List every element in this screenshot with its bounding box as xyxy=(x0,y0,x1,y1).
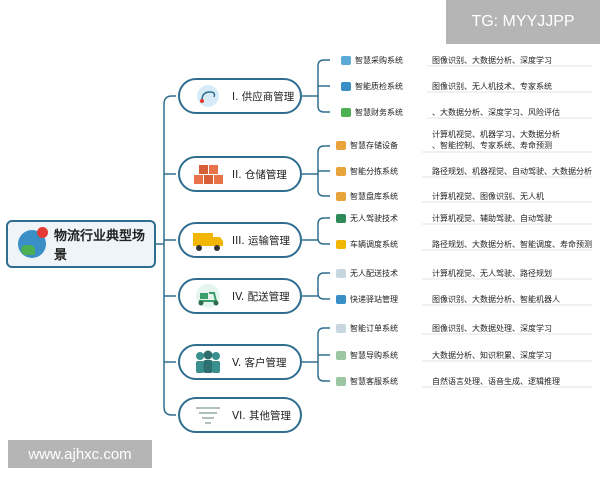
globe-pin-icon xyxy=(18,227,48,258)
item-label: 快递驿站管理 xyxy=(350,295,398,304)
guide-icon xyxy=(336,351,346,360)
connector-line xyxy=(317,292,330,300)
item-smart-storage: 智慧存储设备 xyxy=(336,140,398,151)
item-desc: 大数据分析、知识积累、深度学习 xyxy=(432,351,552,360)
category-transport: III. 运输管理 xyxy=(178,222,302,258)
people-icon xyxy=(190,349,226,375)
drone-icon xyxy=(336,269,346,278)
item-desc: 计算机视觉、无人驾驶、路径规划 xyxy=(432,269,552,278)
watermark-bottom: www.ajhxc.com xyxy=(8,440,152,468)
category-label: V. 客户管理 xyxy=(232,356,287,369)
item-desc: 计算机视觉、图像识别、无人机 xyxy=(432,192,544,201)
item-smart-guide: 智慧导购系统 xyxy=(336,350,398,361)
item-smart-order: 智能订单系统 xyxy=(336,323,398,334)
category-label: I. 供应商管理 xyxy=(232,90,295,103)
connector-line xyxy=(317,145,330,153)
item-unmanned-delivery: 无人配送技术 xyxy=(336,268,398,279)
connector-line xyxy=(317,217,330,225)
category-label: III. 运输管理 xyxy=(232,234,290,247)
handshake-icon xyxy=(341,56,351,65)
item-label: 智慧采购系统 xyxy=(355,56,403,65)
connector-line xyxy=(163,406,176,416)
order-icon xyxy=(336,324,346,333)
item-express-station: 快递驿站管理 xyxy=(336,294,398,305)
watermark-top: TG: MYYJJPP xyxy=(446,0,600,44)
category-customer: V. 客户管理 xyxy=(178,344,302,380)
connector-line xyxy=(163,95,176,105)
finance-icon xyxy=(341,108,351,117)
arrow-icon xyxy=(336,214,346,223)
item-smart-service: 智慧客服系统 xyxy=(336,376,398,387)
lines-icon xyxy=(190,402,226,428)
item-desc: 路径规划、机器视觉、自动驾驶、大数据分析 xyxy=(432,167,592,176)
sorting-icon xyxy=(336,167,346,176)
category-delivery: IV. 配送管理 xyxy=(178,278,302,314)
item-label: 智慧存储设备 xyxy=(350,141,398,150)
connector-line xyxy=(317,105,330,113)
connector-line xyxy=(317,272,330,280)
item-smart-inspection: 智能质检系统 xyxy=(341,81,403,92)
item-vehicle-dispatch: 车辆调度系统 xyxy=(336,239,398,250)
item-label: 智慧客服系统 xyxy=(350,377,398,386)
boxes-icon xyxy=(190,161,226,187)
item-desc: 图像识别、无人机技术、专家系统 xyxy=(432,82,552,91)
scooter-icon xyxy=(190,283,226,309)
item-label: 车辆调度系统 xyxy=(350,240,398,249)
category-label: II. 仓储管理 xyxy=(232,168,287,181)
item-smart-sorting: 智能分拣系统 xyxy=(336,166,398,177)
category-label: VI. 其他管理 xyxy=(232,409,291,422)
category-other: VI. 其他管理 xyxy=(178,397,302,433)
item-label: 智慧盘库系统 xyxy=(350,192,398,201)
connector-line xyxy=(317,189,330,197)
item-label: 智慧导购系统 xyxy=(350,351,398,360)
item-label: 智慧财务系统 xyxy=(355,108,403,117)
item-autonomous-driving: 无人驾驶技术 xyxy=(336,213,398,224)
item-label: 无人配送技术 xyxy=(350,269,398,278)
connector-line xyxy=(317,237,330,245)
connector-line xyxy=(317,59,330,67)
storage-icon xyxy=(336,141,346,150)
item-desc: 图像识别、大数据分析、智能机器人 xyxy=(432,295,560,304)
category-warehouse: II. 仓储管理 xyxy=(178,156,302,192)
item-desc: 图像识别、大数据分析、深度学习 xyxy=(432,56,552,65)
category-supplier: I. 供应商管理 xyxy=(178,78,302,114)
root-label: 物流行业典型场景 xyxy=(54,229,146,263)
inventory-icon xyxy=(336,192,346,201)
station-icon xyxy=(336,295,346,304)
item-label: 智能订单系统 xyxy=(350,324,398,333)
connector-line xyxy=(317,327,330,335)
item-label: 无人驾驶技术 xyxy=(350,214,398,223)
item-smart-inventory: 智慧盘库系统 xyxy=(336,191,398,202)
item-label: 智能分拣系统 xyxy=(350,167,398,176)
item-label: 智能质检系统 xyxy=(355,82,403,91)
item-desc: 计算机视觉、辅助驾驶、自动驾驶 xyxy=(432,214,552,223)
truck-icon xyxy=(190,227,226,253)
dispatch-icon xyxy=(336,240,346,249)
item-desc: 计算机视觉、机器学习、大数据分析 、智能控制、专家系统、寿命预测 xyxy=(432,130,560,150)
category-label: IV. 配送管理 xyxy=(232,290,290,303)
item-smart-procurement: 智慧采购系统 xyxy=(341,55,403,66)
item-desc: 、大数据分析、深度学习、风险评估 xyxy=(432,108,560,117)
item-desc: 图像识别、大数据处理、深度学习 xyxy=(432,324,552,333)
service-icon xyxy=(336,377,346,386)
item-smart-finance: 智慧财务系统 xyxy=(341,107,403,118)
item-desc: 自然语言处理、语音生成、逻辑推理 xyxy=(432,377,560,386)
item-desc: 路径规划、大数据分析、智能调度、寿命预测 xyxy=(432,240,592,249)
inspection-icon xyxy=(341,82,351,91)
connector-line xyxy=(317,374,330,382)
route-icon xyxy=(190,83,226,109)
root-node: 物流行业典型场景 xyxy=(6,220,156,268)
